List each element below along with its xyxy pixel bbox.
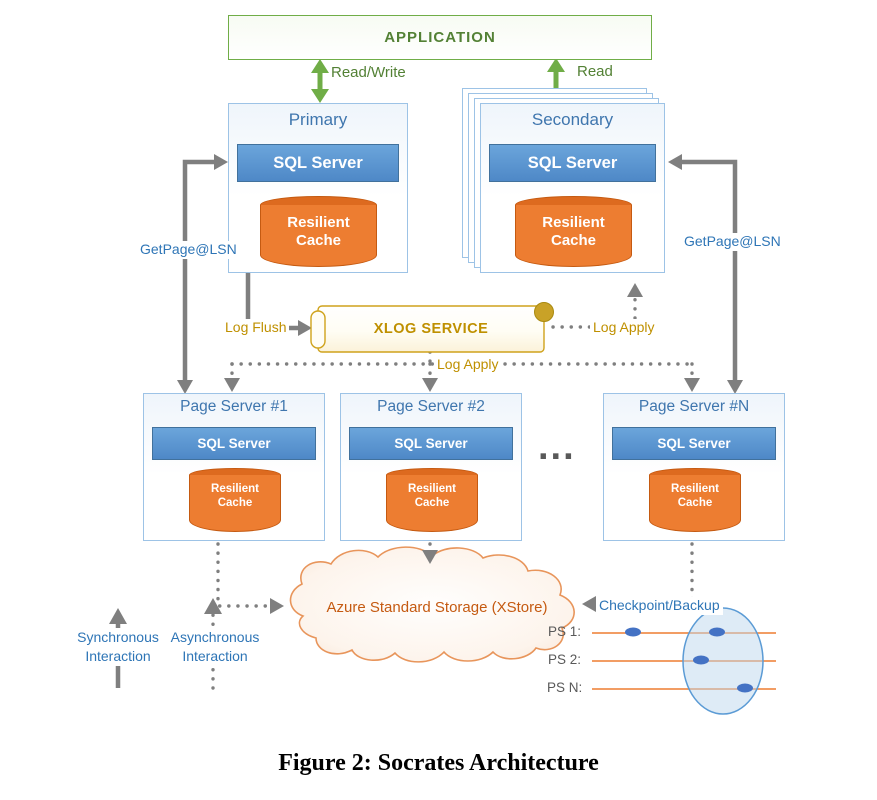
getpage-right-arrow: [668, 154, 743, 394]
getpage-lsn-left-label: GetPage@LSN: [137, 241, 240, 259]
log-apply-pageservers-label: Log Apply: [434, 356, 502, 374]
primary-resilient-cache: Resilient Cache: [260, 196, 377, 267]
read-write-label: Read/Write: [331, 64, 406, 81]
figure-caption: Figure 2: Socrates Architecture: [278, 750, 599, 776]
page-server-2-cache-label: Resilient Cache: [408, 483, 456, 510]
page-server-2-title: Page Server #2: [377, 398, 485, 415]
storage-cloud: [289, 546, 575, 663]
cylinder-body: [386, 475, 478, 532]
getpage-left-arrow: [177, 154, 228, 394]
page-server-n-node: Page Server #N SQL Server Resilient Cach…: [603, 393, 785, 541]
page-server-1-node: Page Server #1 SQL Server Resilient Cach…: [143, 393, 325, 541]
primary-title: Primary: [288, 110, 348, 129]
page-server-1-resilient-cache: Resilient Cache: [189, 468, 281, 532]
page-server-n-title: Page Server #N: [638, 398, 750, 415]
page-server-1-cache-label: Resilient Cache: [211, 483, 259, 510]
log-apply-secondary-label: Log Apply: [590, 319, 658, 337]
page-server-1-sql-label: SQL Server: [197, 436, 271, 451]
cylinder-body: [189, 475, 281, 532]
primary-cache-label: Resilient Cache: [287, 214, 350, 250]
secondary-resilient-cache: Resilient Cache: [515, 196, 632, 267]
ps-row-1-label: PS 1:: [548, 624, 582, 639]
secondary-sql-label: SQL Server: [527, 153, 618, 172]
page-server-1-sql-server: SQL Server: [152, 427, 316, 460]
xlog-service-label: XLOG SERVICE: [373, 321, 489, 337]
secondary-node: Secondary SQL Server Resilient Cache: [480, 103, 665, 273]
primary-node: Primary SQL Server Resilient Cache: [228, 103, 408, 273]
sync-interaction-label: Synchronous Interaction: [66, 628, 170, 666]
secondary-title: Secondary: [531, 110, 614, 129]
log-apply-pageservers-arrows: [224, 350, 700, 392]
page-server-n-resilient-cache: Resilient Cache: [649, 468, 741, 532]
page-server-2-resilient-cache: Resilient Cache: [386, 468, 478, 532]
primary-sql-label: SQL Server: [273, 153, 363, 172]
ps2-storage-arrow: [422, 542, 438, 564]
data-page-dot: [709, 627, 725, 637]
ps-chart: [592, 607, 776, 715]
read-write-arrow: [311, 59, 329, 103]
cylinder-body: [649, 475, 741, 532]
read-arrow: [547, 58, 565, 88]
cylinder-body: [260, 205, 377, 267]
psN-storage-arrow: [582, 542, 694, 612]
secondary-cache-label: Resilient Cache: [542, 214, 605, 250]
page-server-2-node: Page Server #2 SQL Server Resilient Cach…: [340, 393, 522, 541]
cylinder-body: [515, 205, 632, 267]
storage-label: Azure Standard Storage (XStore): [326, 599, 548, 616]
data-page-dot: [737, 683, 753, 693]
log-flush-label: Log Flush: [222, 319, 290, 337]
page-server-n-cache-label: Resilient Cache: [671, 483, 719, 510]
page-server-2-sql-server: SQL Server: [349, 427, 513, 460]
read-label: Read: [577, 63, 613, 80]
primary-sql-server: SQL Server: [237, 144, 399, 182]
page-server-ellipsis: ...: [538, 426, 576, 468]
ps1-storage-arrow: [216, 542, 284, 614]
page-server-1-title: Page Server #1: [180, 398, 288, 415]
secondary-sql-server: SQL Server: [489, 144, 656, 182]
ps-row-n-label: PS N:: [547, 680, 583, 695]
page-server-n-sql-label: SQL Server: [657, 436, 731, 451]
getpage-lsn-right-label: GetPage@LSN: [681, 233, 784, 251]
data-page-dot: [693, 655, 709, 665]
ps-row-2-label: PS 2:: [548, 652, 582, 667]
checkpoint-backup-label: Checkpoint/Backup: [596, 597, 723, 615]
application-box: APPLICATION: [228, 15, 652, 60]
page-server-2-sql-label: SQL Server: [394, 436, 468, 451]
application-label: APPLICATION: [384, 29, 496, 46]
async-interaction-label: Asynchronous Interaction: [160, 628, 270, 666]
page-server-n-sql-server: SQL Server: [612, 427, 776, 460]
xlog-scroll: [310, 302, 554, 353]
data-page-dot: [625, 627, 641, 637]
